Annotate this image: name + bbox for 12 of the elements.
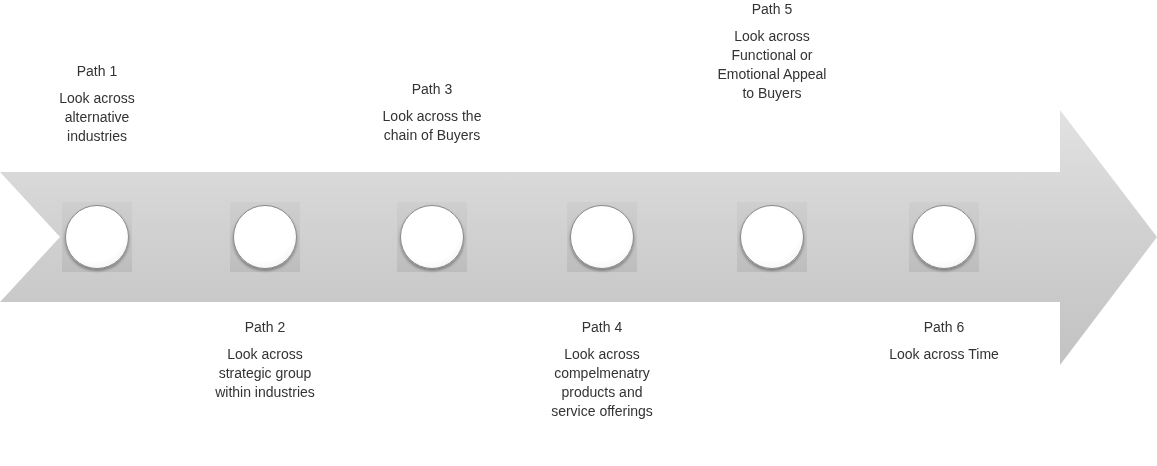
path-description: Look across the chain of Buyers [381,107,483,145]
path-title: Path 5 [751,0,793,19]
path-description: Look across alternative industries [58,89,136,146]
path-title: Path 6 [923,318,965,337]
path-title: Path 2 [244,318,286,337]
path-title: Path 3 [411,80,453,99]
path-description: Look across strategic group within industries [214,345,316,402]
path-title: Path 4 [581,318,623,337]
path-description: Look across compelmenatry products and service offerings [550,345,654,421]
path-description: Look across Time [889,345,999,364]
path-title: Path 1 [76,62,118,81]
path-description: Look across Functional or Emotional Appeal to Buyers [716,27,828,103]
